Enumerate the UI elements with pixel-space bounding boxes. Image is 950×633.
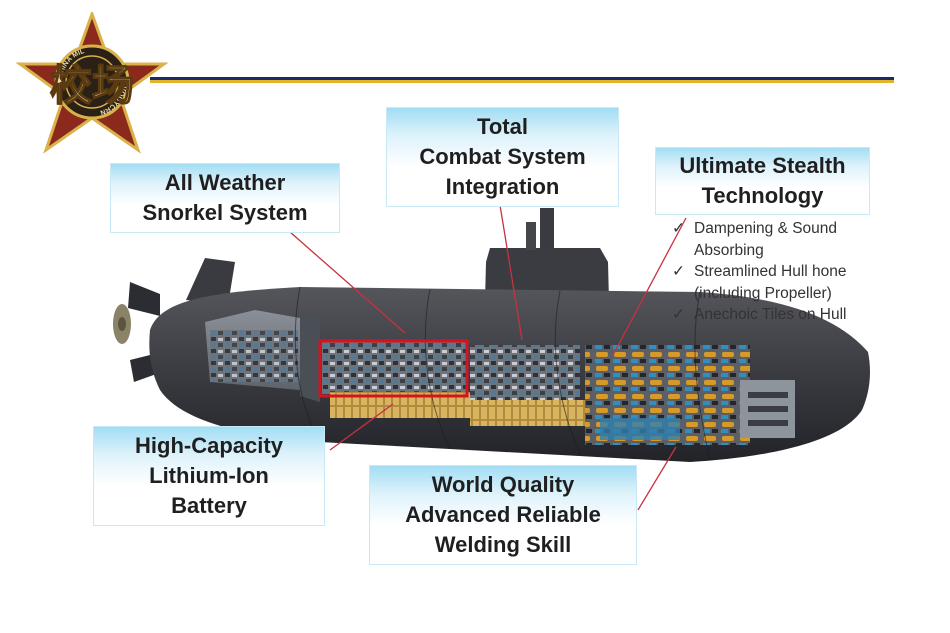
check-icon-item: Streamlined Hull hone (including Propell… — [672, 261, 902, 304]
check-icon-item: Dampening & Sound Absorbing — [672, 218, 902, 261]
callout-text: World Quality — [431, 472, 575, 497]
callout-text: Advanced Reliable — [405, 502, 601, 527]
callout-lithium-battery: High-Capacity Lithium-Ion Battery — [93, 426, 325, 526]
leader-welding — [637, 446, 677, 511]
callout-text: All Weather — [164, 170, 286, 195]
callout-text: Snorkel System — [142, 200, 308, 225]
callout-combat-system: Total Combat System Integration — [386, 107, 619, 207]
leader-battery — [329, 403, 394, 451]
callout-welding-skill: World Quality Advanced Reliable Welding … — [369, 465, 637, 565]
callout-text: Lithium-Ion — [149, 463, 269, 488]
callout-text: Welding Skill — [434, 532, 572, 557]
stealth-feature-list: Dampening & Sound Absorbing Streamlined … — [672, 218, 902, 326]
callout-text: Technology — [701, 183, 824, 208]
callout-snorkel-system: All Weather Snorkel System — [110, 163, 340, 233]
logo-emblem: CHINA MIL VOGYCRN 校场 — [15, 12, 169, 154]
callout-text: Ultimate Stealth — [679, 153, 846, 178]
check-icon-item: Anechoic Tiles on Hull — [672, 304, 902, 326]
logo-text: 校场 — [50, 61, 134, 110]
callout-text: Battery — [171, 493, 247, 518]
callout-text: High-Capacity — [135, 433, 283, 458]
callout-stealth-technology: Ultimate Stealth Technology — [655, 147, 870, 215]
callout-text: Integration — [445, 174, 560, 199]
callout-text: Combat System — [419, 144, 586, 169]
header-rule — [150, 77, 894, 83]
callout-text: Total — [477, 114, 528, 139]
leader-combat — [499, 204, 523, 341]
leader-snorkel — [289, 231, 406, 334]
highlight-box — [318, 339, 469, 398]
